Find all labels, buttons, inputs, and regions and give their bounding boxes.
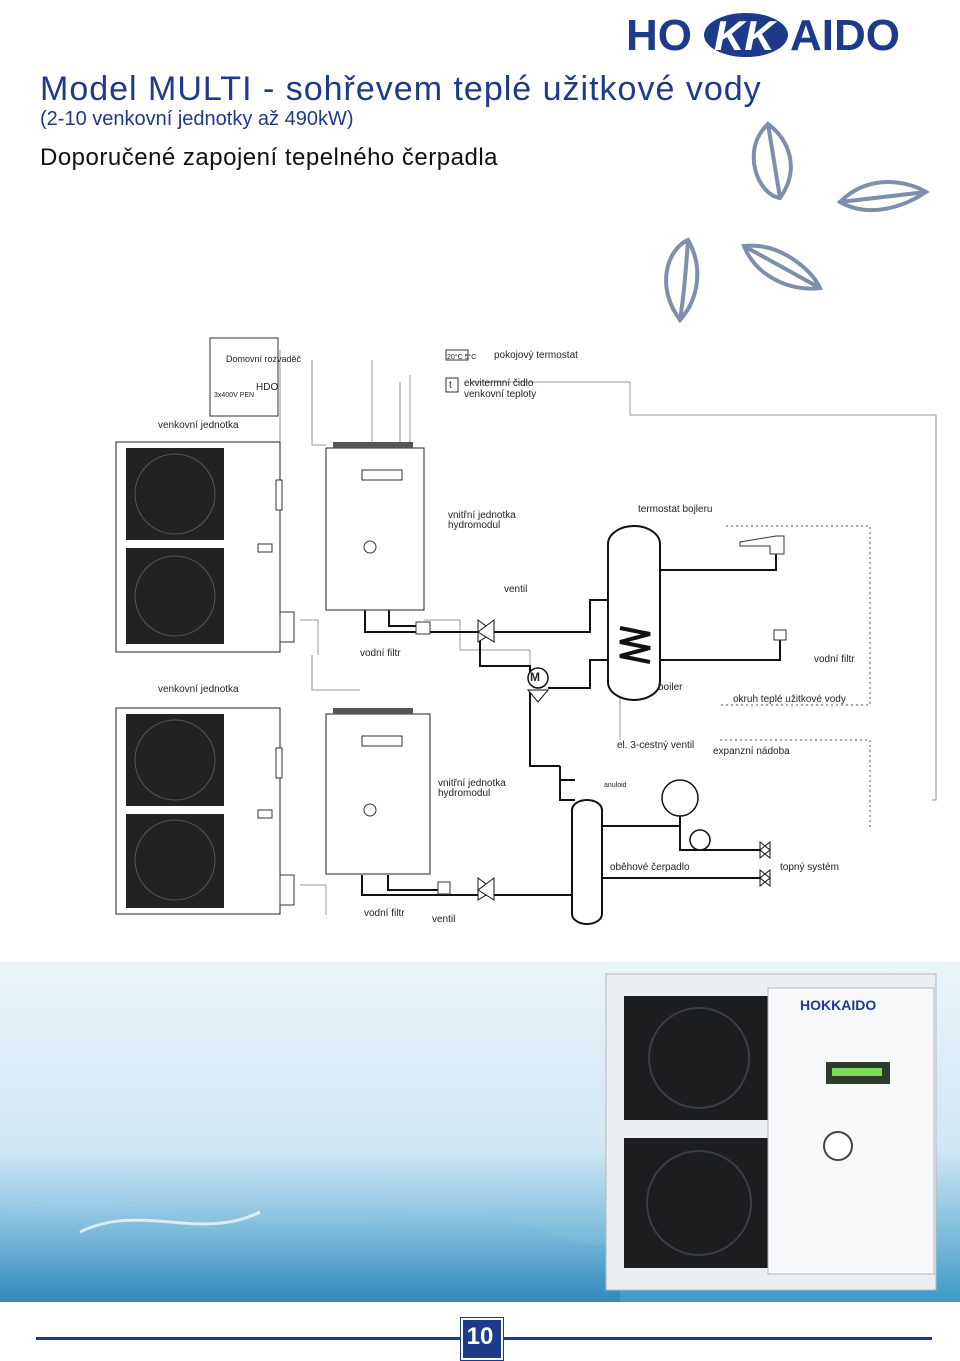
label-ekvitermni-cidlo-1: ekvitermní čidlo [464,378,534,389]
outdoor-unit-1 [115,441,295,653]
label-vodni-filtr-1: vodní filtr [360,648,401,659]
label-venkovni-jednotka-2: venkovní jednotka [158,684,239,695]
label-hdo: HDO [256,382,279,393]
page-title: Model MULTI - sohřevem teplé užitkové vo… [40,70,762,108]
label-anuloid: anuloid [604,782,627,789]
label-topny-system: topný systém [780,862,839,873]
outdoor-unit-2 [115,707,295,915]
photo-indoor-unit [767,987,935,1275]
valve-icon [477,619,495,901]
label-obehove-cerpadlo: oběhové čerpadlo [610,862,690,873]
label-el-ventil: el. 3-cestný ventil [617,740,695,751]
label-pokojovy-termostat: pokojový termostat [494,350,578,361]
product-photo: HOKKAIDO [0,962,960,1302]
pump-icon [689,829,711,851]
photo-logo: HOKKAIDO [800,997,876,1013]
indoor-unit-1 [325,442,431,635]
label-t: t [449,380,452,391]
label-vodni-filtr-2: vodní filtr [364,908,405,919]
decorative-leaves [640,110,940,340]
tap-icon [739,535,785,555]
logo-kk: KK [714,12,777,58]
section-heading: Doporučené zapojení tepelného čerpadla [40,144,498,171]
label-okruh-tuv: okruh teplé užitkové vody [733,694,846,705]
boiler-tank [607,525,661,701]
leaf-icon [664,237,700,324]
expansion-vessel-icon [661,779,699,817]
label-termostat-bojleru: termostat bojleru [638,504,713,515]
label-vnitrni-jednotka-2b: hydromodul [438,788,491,799]
leaf-icon [836,180,930,212]
logo-prefix: HO [626,11,692,58]
logo-suffix: AIDO [790,11,900,58]
label-boiler: boiler [658,682,683,693]
connection-diagram: Domovní rozvaděč 3x400V PEN HDO 20°C 5°C… [0,330,960,950]
leaf-icon [751,121,793,201]
boiler-coil [619,626,651,664]
label-vodni-filtr-3: vodní filtr [814,654,855,665]
page-subtitle: (2-10 venkovní jednotky až 490kW) [40,108,354,130]
anuloid-tank [571,799,603,925]
label-thermostat-display: 20°C 5°C [447,354,477,361]
label-vnitrni-jednotka-1b: hydromodul [448,520,501,531]
page-number: 10 [466,1323,494,1350]
indoor-unit-2 [325,708,451,895]
label-ventil-2: ventil [432,914,456,925]
label-motor-m: M [530,670,540,684]
label-supply: 3x400V PEN [214,392,255,399]
label-venkovni-jednotka-1: venkovní jednotka [158,420,239,431]
leaf-icon [741,243,823,291]
label-domovni-rozvadec: Domovní rozvaděč [226,354,302,364]
label-ekvitermni-cidlo-2: venkovní teploty [464,389,537,400]
page-number-box [461,1318,503,1360]
motor-valve-icon [527,667,549,689]
label-vnitrni-jednotka-1a: vnitřní jednotka [448,510,516,521]
brand-logo: HO KK AIDO [626,10,922,58]
label-ventil-1: ventil [504,584,528,595]
logo-oval [704,13,788,57]
label-vnitrni-jednotka-2a: vnitřní jednotka [438,778,506,789]
label-expanzni-nadoba: expanzní nádoba [713,746,790,757]
